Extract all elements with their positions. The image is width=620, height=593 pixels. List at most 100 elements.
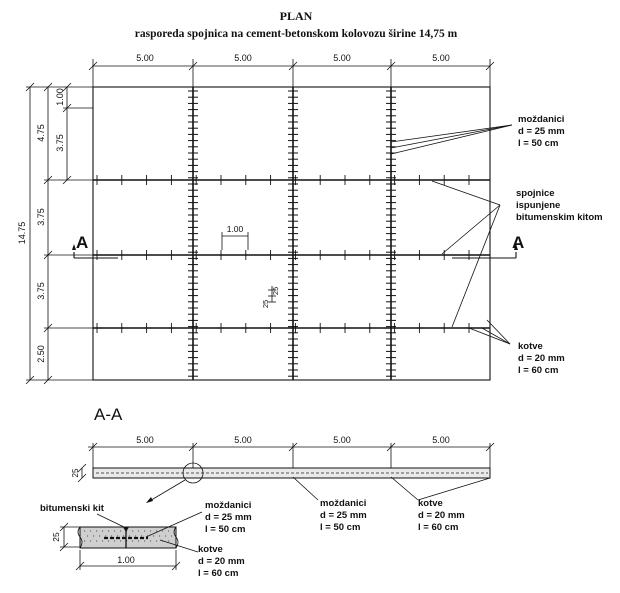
hatch-dot (84, 530, 86, 532)
section-leaders (292, 476, 491, 501)
section-thickness-dim: 25 (71, 463, 87, 483)
hatch-dot (138, 540, 140, 542)
section-anchor-title: kotve (418, 498, 443, 509)
dowel-spacing-b: 25 (271, 287, 280, 295)
section-dowel-diameter: d = 25 mm (320, 510, 367, 521)
anchor-leaders (468, 319, 511, 345)
hatch-dot (141, 535, 143, 537)
detail-dowel-diameter: d = 25 mm (205, 512, 252, 523)
detail-section: bitumenski kit 25 1.00 (40, 503, 203, 571)
detail-hatch (84, 530, 173, 542)
hatch-dot (84, 540, 86, 542)
left-dim-3: 3.75 (36, 282, 46, 300)
hatch-dot (132, 540, 134, 542)
joint-callout-line1: spojnice (516, 188, 555, 199)
hatch-dot (138, 530, 140, 532)
section-dim-2: 5.00 (234, 435, 252, 445)
section-dowel-callout: moždanici d = 25 mm l = 50 cm (320, 498, 367, 533)
detail-width-label: 1.00 (117, 555, 135, 565)
section-mark-left: A (72, 233, 118, 259)
top-dim-3: 5.00 (333, 53, 351, 63)
anchor-spacing-dim: 1.00 (221, 224, 249, 250)
drawing-subtitle: rasporeda spojnica na cement-betonskom k… (135, 28, 458, 40)
section-anchor-diameter: d = 20 mm (418, 510, 465, 521)
hatch-dot (87, 535, 89, 537)
detail-leader-arrow (146, 497, 153, 503)
detail-anchor-title: kotve (198, 544, 223, 555)
hatch-dot (159, 535, 161, 537)
hatch-dot (168, 530, 170, 532)
hatch-dot (135, 535, 137, 537)
hatch-dot (90, 530, 92, 532)
longitudinal-joints (93, 179, 490, 329)
section-slab (92, 467, 491, 479)
section-dowel-length: l = 50 cm (320, 522, 360, 533)
section-dim-3: 5.00 (333, 435, 351, 445)
hatch-dot (105, 535, 107, 537)
total-width-dim: 14.75 (17, 222, 27, 245)
hatch-dot (102, 530, 104, 532)
hatch-dot (150, 540, 152, 542)
section-dimension: 5.00 5.00 5.00 5.00 (88, 435, 495, 470)
top-dim-4: 5.00 (432, 53, 450, 63)
detail-anchor-callout: kotve d = 20 mm l = 60 cm (198, 544, 245, 579)
hatch-dot (111, 535, 113, 537)
anchor-callout-title: kotve (518, 341, 543, 352)
hatch-dot (132, 530, 134, 532)
joint-callout-line3: bitumenskim kitom (516, 212, 603, 223)
hatch-dot (120, 530, 122, 532)
hatch-dot (99, 535, 101, 537)
detail-leader (147, 479, 186, 503)
detail-dowel-leader (145, 511, 203, 538)
detail-break-left (77, 526, 83, 549)
section-dowel-title: moždanici (320, 498, 366, 509)
dowel-spacing-a: 25 (261, 300, 270, 308)
dowel-spacing-dim: 25 25 (261, 286, 280, 308)
hatch-dot (90, 540, 92, 542)
section-mark-right: A (452, 233, 524, 259)
hatch-dot (162, 530, 164, 532)
hatch-dot (123, 535, 125, 537)
detail-dowel-callout: moždanici d = 25 mm l = 50 cm (205, 500, 252, 535)
joint-callout: spojnice ispunjene bitumenskim kitom (516, 188, 603, 223)
hatch-dot (96, 530, 98, 532)
anchor-callout-diameter: d = 20 mm (518, 353, 565, 364)
detail-break-right (173, 526, 179, 549)
detail-bitumen-fill (123, 527, 129, 532)
dowel-callout-diameter: d = 25 mm (518, 126, 565, 137)
joint-callout-line2: ispunjene (516, 200, 560, 211)
left-dim-2: 3.75 (36, 208, 46, 226)
plan-top-dimension: 5.00 5.00 5.00 5.00 (88, 53, 495, 87)
bitumen-label: bitumenski kit (40, 503, 105, 514)
section-anchor-length: l = 60 cm (418, 522, 458, 533)
hatch-dot (165, 535, 167, 537)
anchor-spacing-label: 1.00 (227, 224, 244, 234)
hatch-dot (114, 540, 116, 542)
bitumen-leader (96, 513, 127, 529)
section-title: A-A (94, 405, 123, 424)
left-dim-1: 4.75 (36, 124, 46, 142)
section-dim-1: 5.00 (136, 435, 154, 445)
dowel-ticks (188, 90, 396, 377)
detail-thickness-label: 25 (51, 532, 61, 542)
detail-dowel-title: moždanici (205, 500, 251, 511)
detail-anchor-leader (159, 539, 199, 553)
hatch-dot (129, 535, 131, 537)
left-dim-4: 2.50 (36, 345, 46, 363)
hatch-dot (153, 535, 155, 537)
dowel-leaders (390, 124, 513, 155)
plan-left-dimensions: 14.75 4.75 3.75 3.75 2.50 1.00 3.75 (17, 82, 93, 385)
dowel-callout: moždanici d = 25 mm l = 50 cm (518, 114, 565, 149)
hatch-dot (102, 540, 104, 542)
section-dim-4: 5.00 (432, 435, 450, 445)
left-inner-dim-2: 3.75 (55, 134, 65, 152)
hatch-dot (156, 540, 158, 542)
joint-leaders (431, 180, 501, 328)
detail-anchor-diameter: d = 20 mm (198, 556, 245, 567)
hatch-dot (117, 535, 119, 537)
hatch-dot (120, 540, 122, 542)
section-anchor-callout: kotve d = 20 mm l = 60 cm (418, 498, 465, 533)
drawing-title: PLAN (280, 9, 313, 23)
hatch-dot (144, 540, 146, 542)
